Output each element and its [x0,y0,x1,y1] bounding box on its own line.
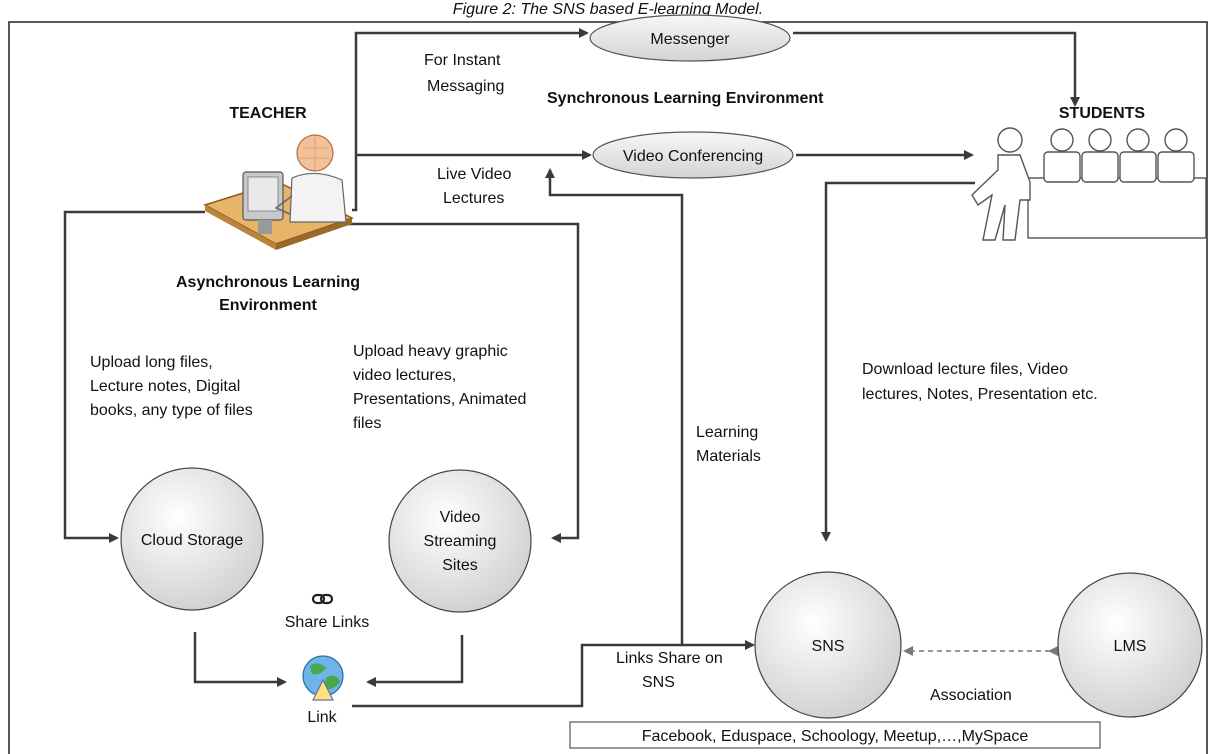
link-label: Link [307,709,337,726]
sns-label: SNS [812,638,845,655]
edge-teacher-cloud [63,210,205,543]
upload-long-line-3: books, any type of files [90,402,253,419]
upload-heavy-line-1: Upload heavy graphic [353,343,508,360]
edge-learning-materials [545,168,684,645]
download-line-1: Download lecture files, Video [862,361,1068,378]
chain-link-icon [311,593,334,605]
upload-long-line-1: Upload long files, [90,354,213,371]
download-line-2: lectures, Notes, Presentation etc. [862,386,1098,403]
sns-sites-label: Facebook, Eduspace, Schoology, Meetup,…,… [642,728,1029,745]
sync-env-label: Synchronous Learning Environment [547,90,824,107]
video-streaming-label-1: Video [440,509,481,526]
video-streaming-label-3: Sites [442,557,478,574]
cloud-storage-node: Cloud Storage [120,467,264,611]
instant-messaging-line-1: For Instant [424,52,501,69]
sns-sites-box: Facebook, Eduspace, Schoology, Meetup,…,… [569,721,1101,749]
upload-heavy-line-2: video lectures, [353,367,456,384]
students-icon [971,127,1207,241]
association-label: Association [930,687,1012,704]
teacher-label: TEACHER [229,105,307,122]
messenger-label: Messenger [650,31,730,48]
cloud-storage-label: Cloud Storage [141,532,243,549]
upload-heavy-line-4: files [353,415,381,432]
lms-node: LMS [1057,572,1203,718]
figure-frame [8,21,1208,754]
video-streaming-label-2: Streaming [424,533,497,550]
edge-students-sns [821,181,975,542]
video-conferencing-node: Video Conferencing [592,131,794,179]
learning-materials-line-2: Materials [696,448,761,465]
links-share-line-1: Links Share on [616,650,723,667]
edge-messenger-students [793,31,1080,107]
share-links-label: Share Links [285,614,370,631]
students-label: STUDENTS [1059,105,1146,122]
upload-heavy-line-3: Presentations, Animated [353,391,526,408]
figure-title: Figure 2: The SNS based E-learning Model… [453,1,763,18]
edge-streaming-link [366,635,464,687]
edge-cloud-link [193,632,287,687]
live-video-line-2: Lectures [443,190,504,207]
video-streaming-node: Video Streaming Sites [388,469,532,613]
messenger-node: Messenger [589,14,791,62]
edge-link-sns [352,640,755,708]
learning-materials-line-1: Learning [696,424,758,441]
teacher-icon [203,134,354,250]
video-conferencing-label: Video Conferencing [623,148,763,165]
sns-node: SNS [754,571,902,719]
live-video-line-1: Live Video [437,166,512,183]
async-env-line-1: Asynchronous Learning [176,274,360,291]
edge-teacher-streaming [345,222,580,543]
async-env-line-2: Environment [219,297,317,314]
instant-messaging-line-2: Messaging [427,78,504,95]
upload-long-line-2: Lecture notes, Digital [90,378,240,395]
links-share-line-2: SNS [642,674,675,691]
edge-teacher-messenger [352,28,589,212]
globe-icon [302,655,344,701]
lms-label: LMS [1114,638,1147,655]
